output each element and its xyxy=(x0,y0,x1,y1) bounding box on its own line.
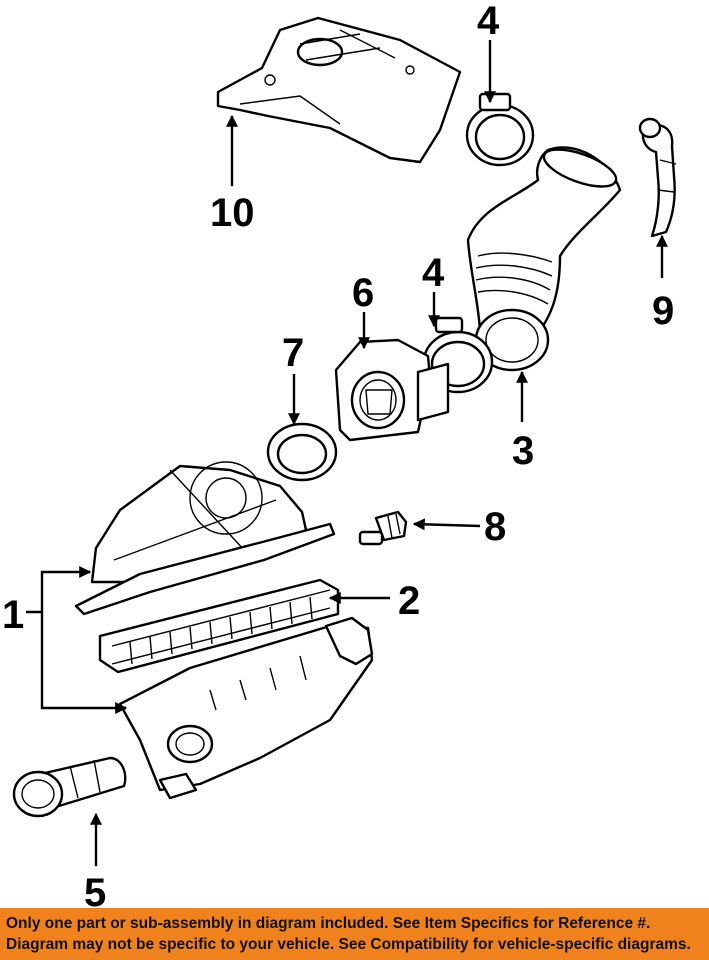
callout-5: 5 xyxy=(84,871,106,908)
air-cleaner-lid-part xyxy=(74,461,336,616)
temperature-sensor-part xyxy=(358,510,408,546)
disclaimer-banner: Only one part or sub-assembly in diagram… xyxy=(0,908,709,960)
leader-lines xyxy=(26,40,668,866)
hose-clamp-top-part xyxy=(465,92,535,167)
callout-8: 8 xyxy=(484,505,506,549)
callout-6: 6 xyxy=(352,271,374,315)
callout-9: 9 xyxy=(652,289,674,333)
callout-4-middle: 4 xyxy=(422,251,445,295)
parts-diagram: 10 4 9 3 4 6 7 8 2 1 5 xyxy=(2,0,677,908)
leader-1-bracket xyxy=(26,570,126,710)
callout-7: 7 xyxy=(282,331,304,375)
air-cleaner-base-part xyxy=(118,616,374,800)
disclaimer-line-1: Only one part or sub-assembly in diagram… xyxy=(6,915,651,932)
callout-4-top: 4 xyxy=(477,0,500,43)
seal-ring-part xyxy=(266,422,338,482)
breather-hose-part xyxy=(638,117,677,238)
inlet-duct-part xyxy=(12,756,127,818)
callout-10: 10 xyxy=(210,191,255,235)
disclaimer-line-2: Diagram may not be specific to your vehi… xyxy=(6,936,691,953)
callout-3: 3 xyxy=(512,429,534,473)
leader-8 xyxy=(412,518,481,531)
callout-2: 2 xyxy=(398,579,420,623)
callout-1: 1 xyxy=(2,593,24,637)
intake-hose-part xyxy=(466,146,622,372)
mass-air-flow-sensor-part xyxy=(334,338,450,442)
air-filter-element-part xyxy=(98,578,340,674)
engine-cover-part xyxy=(216,16,462,164)
